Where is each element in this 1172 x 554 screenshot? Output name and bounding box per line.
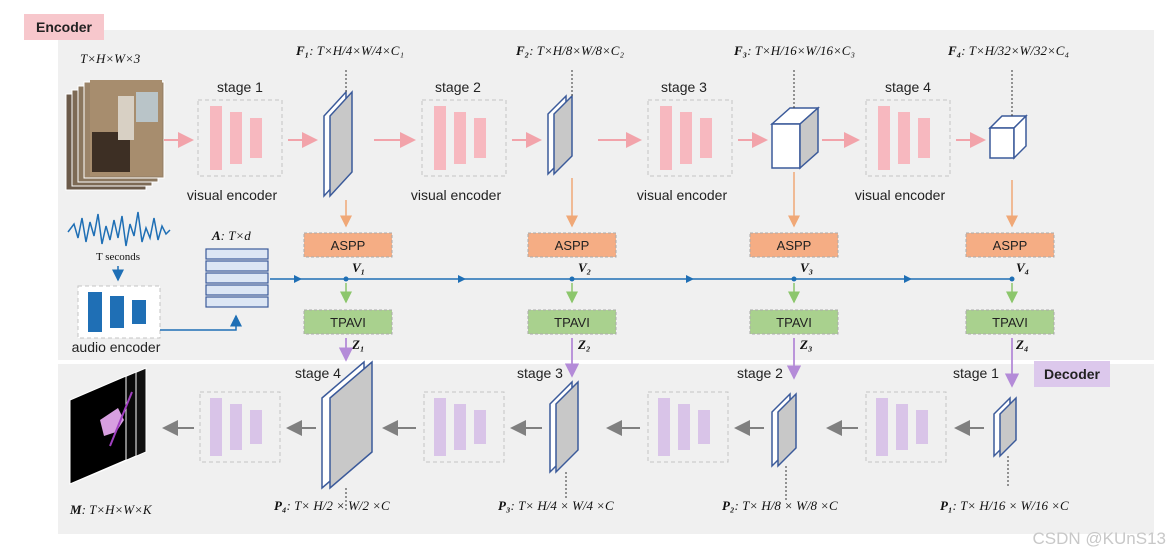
z2-label: Z₂ (577, 337, 590, 352)
svg-text:TPAVI: TPAVI (330, 315, 366, 330)
feature-map-p1 (993, 396, 1017, 488)
f3-label: F₃: T×H/16×W/16×C₃ (733, 43, 855, 58)
audio-feature-label: A: T×d (211, 228, 251, 243)
tpavi-box-4: TPAVI (965, 309, 1055, 335)
audio-encoder-block (77, 285, 161, 339)
svg-text:ASPP: ASPP (993, 238, 1028, 253)
dec-block-3 (423, 391, 505, 463)
enc-stage-1: stage 1 visual encoder (187, 79, 283, 203)
f2-label: F₂: T×H/8×W/8×C₂ (515, 43, 624, 58)
svg-text:visual encoder: visual encoder (411, 187, 502, 203)
p1-label: P₁: T× H/16 × W/16 ×C (940, 498, 1069, 513)
dec-stage-2-label: stage 2 (737, 365, 783, 381)
feature-map-f2 (547, 70, 573, 176)
tpavi-box-2: TPAVI (527, 309, 617, 335)
svg-text:visual encoder: visual encoder (637, 187, 728, 203)
svg-text:TPAVI: TPAVI (776, 315, 812, 330)
p2-label: P₂: T× H/8 × W/8 ×C (722, 498, 838, 513)
feature-map-f4 (988, 70, 1028, 160)
dec-stage-4-label: stage 4 (295, 365, 341, 381)
encoder-tag-bg (24, 14, 104, 40)
dec-block-2 (647, 391, 729, 463)
enc-stage-3: stage 3 visual encoder (637, 79, 733, 203)
svg-text:TPAVI: TPAVI (992, 315, 1028, 330)
svg-text:ASPP: ASPP (331, 238, 366, 253)
audio-encoder-to-a-arrow (160, 314, 242, 331)
audio-encoder-label: audio encoder (72, 339, 161, 355)
svg-text:stage 2: stage 2 (435, 79, 481, 95)
input-video-frames (65, 80, 165, 191)
aspp-input-arrows (340, 172, 1018, 228)
input-video-dims: T×H×W×3 (80, 51, 141, 66)
v1-label: V₁ (352, 260, 365, 275)
p4-label: P₄: T× H/2 × W/2 ×C (274, 498, 390, 513)
svg-text:stage 3: stage 3 (661, 79, 707, 95)
f1-label: F₁: T×H/4×W/4×C₁ (295, 43, 404, 58)
audio-waveform (67, 211, 171, 247)
aspp-box-2: ASPP (527, 232, 617, 258)
dec-block-1 (865, 391, 947, 463)
f4-label: F₄: T×H/32×W/32×C₄ (947, 43, 1069, 58)
aspp-box-4: ASPP (965, 232, 1055, 258)
feature-map-p2 (771, 392, 797, 500)
z1-label: Z₁ (351, 337, 364, 352)
svg-text:ASPP: ASPP (555, 238, 590, 253)
svg-text:visual encoder: visual encoder (187, 187, 278, 203)
feature-map-p4 (321, 360, 373, 510)
v2-label: V₂ (578, 260, 591, 275)
z3-label: Z₃ (799, 337, 812, 352)
tpavi-box-1: TPAVI (303, 309, 393, 335)
audio-line-arrowheads (294, 275, 912, 283)
svg-text:stage 4: stage 4 (885, 79, 931, 95)
feature-map-f3 (770, 70, 820, 170)
p3-label: P₃: T× H/4 × W/4 ×C (498, 498, 614, 513)
tpavi-box-3: TPAVI (749, 309, 839, 335)
audio-feature-stack (205, 248, 269, 308)
decoder-tag: Decoder (1044, 366, 1101, 382)
t-seconds-label: T seconds (96, 251, 140, 263)
dec-stage-3-label: stage 3 (517, 365, 563, 381)
z-to-decoder-arrows (338, 338, 1020, 388)
feature-map-p3 (549, 380, 579, 500)
dec-block-4 (199, 391, 281, 463)
dec-stage-1-label: stage 1 (953, 365, 999, 381)
z4-label: Z₄ (1015, 337, 1028, 352)
enc-stage-2: stage 2 visual encoder (411, 79, 507, 203)
svg-text:ASPP: ASPP (777, 238, 812, 253)
v3-label: V₃ (800, 260, 813, 275)
v4-label: V₄ (1016, 260, 1029, 275)
svg-text:stage 1: stage 1 (217, 79, 263, 95)
decoder-tag-bg (1034, 361, 1110, 387)
watermark: CSDN @KUnS13 (1033, 529, 1166, 548)
audio-line-junctions (343, 276, 1015, 282)
output-mask-stack (69, 367, 147, 485)
encoder-tag: Encoder (36, 19, 93, 35)
aspp-box-3: ASPP (749, 232, 839, 258)
enc-stage-4: stage 4 visual encoder (855, 79, 951, 203)
aspp-box-1: ASPP (303, 232, 393, 258)
feature-map-f1 (323, 70, 353, 198)
output-label: M: T×H×W×K (69, 502, 153, 517)
svg-text:visual encoder: visual encoder (855, 187, 946, 203)
svg-text:TPAVI: TPAVI (554, 315, 590, 330)
tpavi-input-arrows (340, 283, 1018, 304)
